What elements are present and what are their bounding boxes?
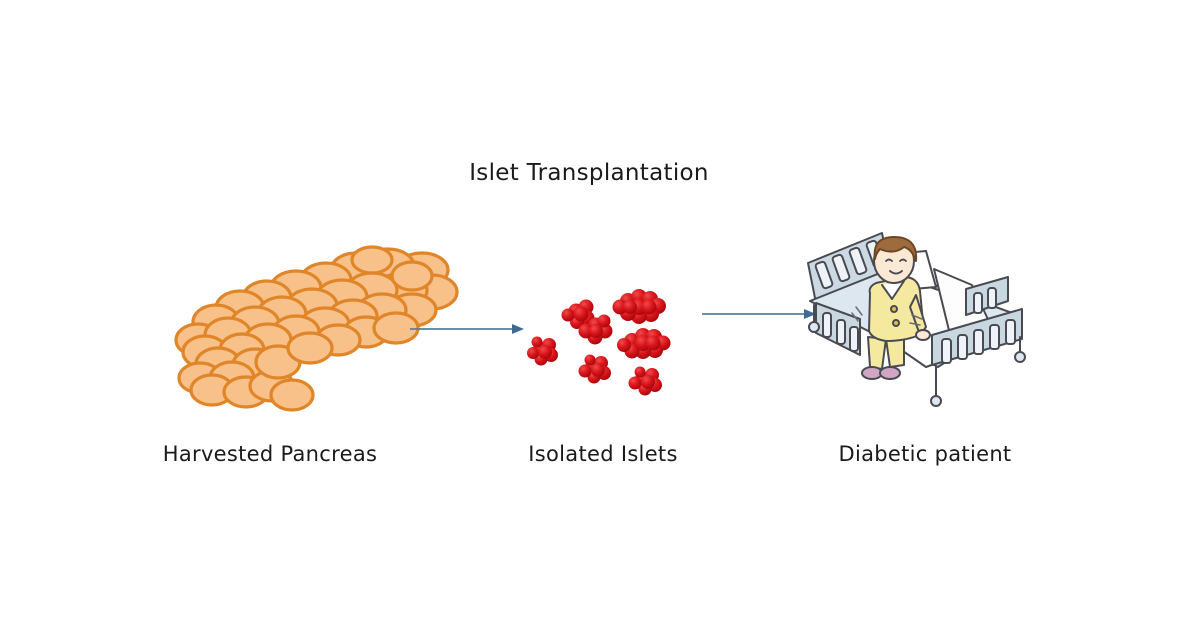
patient-figure <box>861 236 931 380</box>
islet-cluster <box>578 354 611 384</box>
islet-cluster <box>527 336 558 366</box>
islet-clusters-illustration <box>527 289 671 396</box>
figure-title: Islet Transplantation <box>469 160 709 186</box>
islet-cluster <box>628 366 662 396</box>
arrow-right-icon <box>702 309 816 319</box>
stage-label-pancreas: Harvested Pancreas <box>162 442 378 466</box>
stage-label-islets: Isolated Islets <box>528 442 678 466</box>
patient-in-hospital-bed-illustration <box>807 232 1026 407</box>
bed-side-rail-right <box>965 276 1009 316</box>
islet-cluster <box>612 289 666 324</box>
arrow-right-icon <box>410 324 524 334</box>
islet-cluster <box>617 328 671 359</box>
pancreas-illustration <box>174 245 459 412</box>
islet-cluster <box>561 299 613 345</box>
bed-foot-rail <box>931 308 1023 366</box>
bed-side-rail-left <box>815 302 861 356</box>
bed-legs <box>808 304 1026 407</box>
stage-label-patient: Diabetic patient <box>838 442 1012 466</box>
